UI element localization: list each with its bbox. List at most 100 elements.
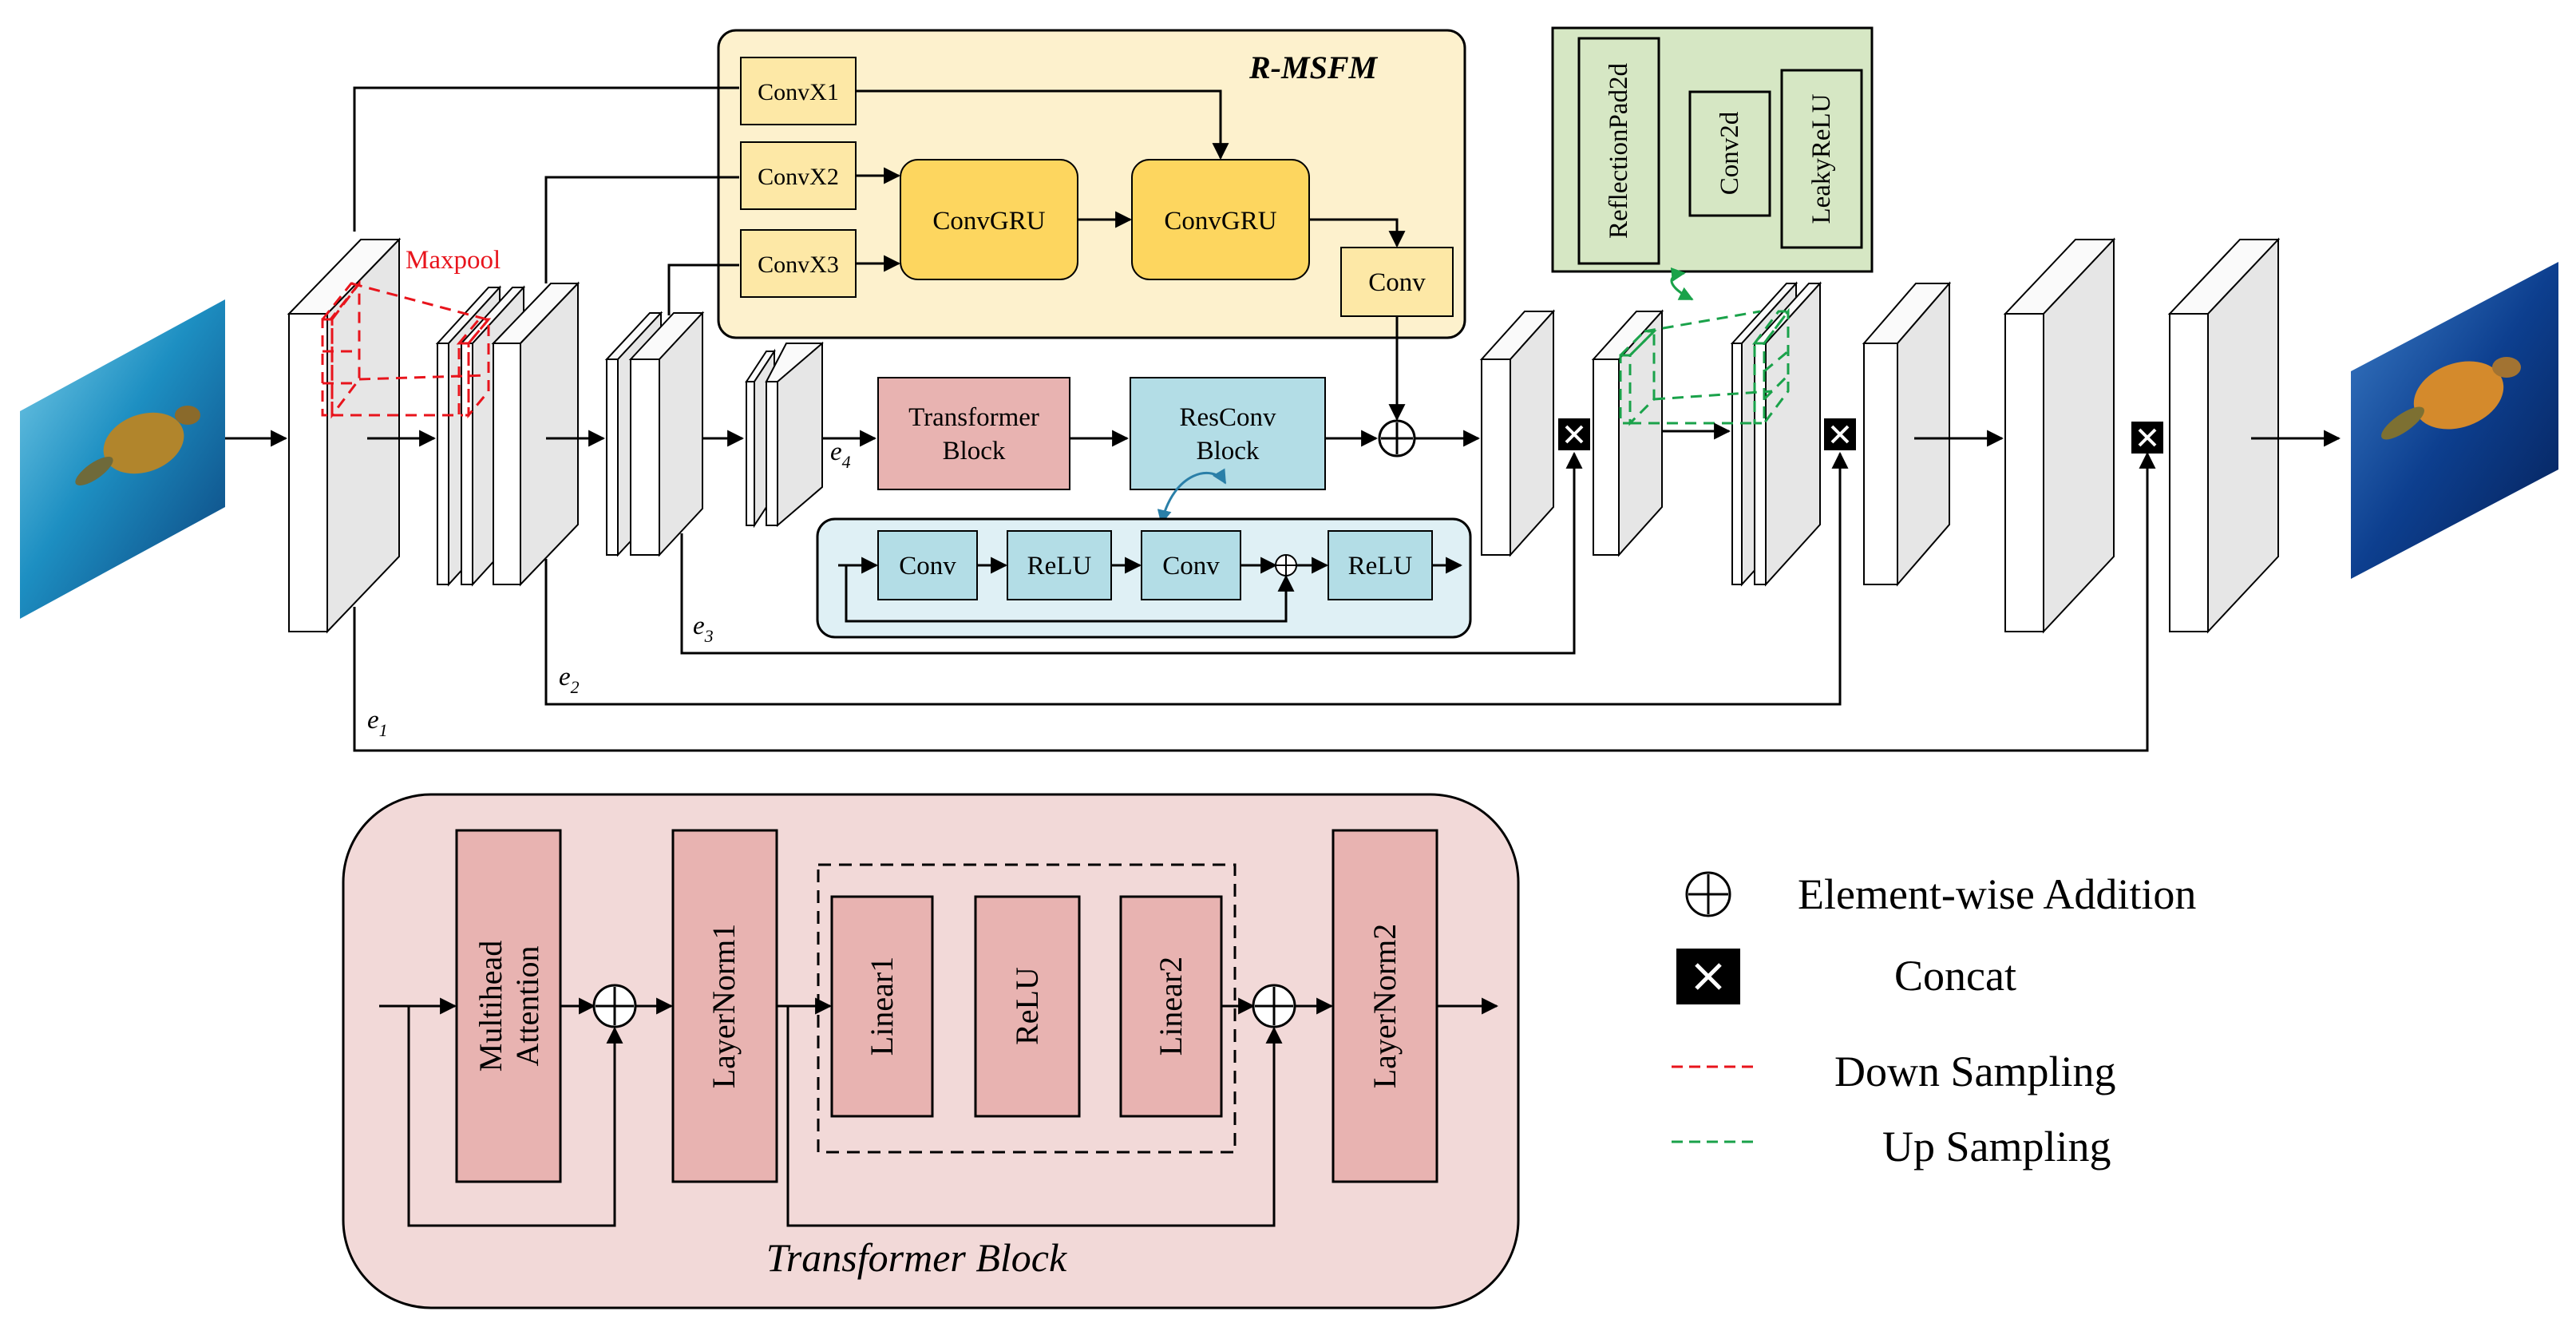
- transformer-detail: Multihead Attention LayerNorm1 Linear1 R…: [342, 793, 1520, 1309]
- legend-concat-x: [1695, 963, 1722, 990]
- convgru-label-b: ConvGRU: [1164, 207, 1276, 236]
- mha-label-2: Attention: [509, 945, 545, 1066]
- maxpool-cube-front: [321, 318, 334, 417]
- resconv-conv-a-label: Conv: [899, 552, 956, 580]
- output-image: [2351, 262, 2558, 579]
- feature-map-pool-a-front: [437, 343, 449, 585]
- upsample-proj-2: [1653, 390, 1773, 401]
- feature-map-pool-b-front: [461, 343, 473, 585]
- downsample-indicator: [319, 279, 492, 419]
- legend-addition-symbol: [1685, 871, 1731, 917]
- upsample-conv-module: ReflectionPad2d Conv2d LeakyReLU: [1551, 26, 1874, 273]
- feature-map-e3b-front: [630, 359, 660, 556]
- layernorm2-label: LayerNorm2: [1367, 924, 1403, 1089]
- layernorm1-box: [671, 829, 778, 1183]
- feature-map-e1-side: [326, 237, 400, 634]
- resconv-conv-b-label: Conv: [1162, 552, 1220, 580]
- resconv-conv-b-box: [1141, 530, 1241, 600]
- turtle-head-input: [175, 406, 200, 425]
- e3-label: e3: [693, 612, 714, 646]
- main-path-arrows: [367, 316, 1481, 447]
- ffn-relu-box: [974, 895, 1081, 1118]
- e2-letter: e: [559, 663, 571, 691]
- layernorm1-label: LayerNorm1: [706, 924, 742, 1089]
- transformer-block-box: [877, 377, 1070, 490]
- linear2-label: Linear2: [1153, 957, 1189, 1056]
- convx2-box: [740, 141, 857, 210]
- e2-label: e2: [559, 663, 580, 697]
- e3-subscript: 3: [704, 626, 714, 646]
- turtle-flipper-input: [75, 456, 113, 486]
- resconv-conv-a-box: [877, 530, 978, 600]
- conv2d-box: [1688, 90, 1771, 217]
- reflectionpad-box: [1577, 37, 1660, 265]
- skip-e3: [680, 451, 1583, 655]
- decoder-d1b-front: [2169, 313, 2209, 632]
- conv2d-label: Conv2d: [1715, 111, 1744, 195]
- feature-map-e3a-front: [606, 359, 619, 556]
- decoder-d1a-side: [2043, 237, 2115, 634]
- feature-map-e4b-side: [777, 341, 823, 528]
- skip-to-convx3: [667, 263, 739, 315]
- convx1-box: [740, 57, 857, 125]
- skip-to-convx1: [353, 86, 739, 232]
- resconv-detail-link: [1157, 468, 1227, 525]
- skip-e1: [353, 451, 2156, 752]
- legend-down-label: Down Sampling: [1834, 1048, 2116, 1095]
- layernorm2-box: [1332, 829, 1438, 1183]
- upsample-grid-1: [1763, 350, 1789, 373]
- upsample-indicator: [1617, 307, 1791, 427]
- rmsfm-conv-label: Conv: [1368, 268, 1426, 297]
- resconv-detail: Conv ReLU Conv ReLU: [816, 517, 1472, 639]
- convx3-label: ConvX3: [758, 252, 839, 278]
- arrow-convx1-convgru: [856, 89, 1229, 160]
- feature-map-e3b-side: [659, 311, 703, 557]
- decoder-arrows: [1662, 422, 2341, 447]
- legend-addition-label: Element-wise Addition: [1798, 870, 2196, 918]
- arrow-rc-skip: [845, 565, 1295, 623]
- linear1-box: [830, 895, 934, 1118]
- decoder-d4-front: [1481, 359, 1511, 556]
- skip-connections: [353, 86, 2156, 752]
- concat-node-3: [2131, 422, 2163, 454]
- convx2-label: ConvX2: [758, 164, 839, 190]
- turtle-flipper-output: [2381, 406, 2424, 440]
- e4-letter: e: [830, 438, 842, 466]
- decoder-feature-maps: [1479, 237, 2281, 634]
- concat-x-1: [1565, 425, 1584, 444]
- e4-label: e4: [830, 438, 851, 472]
- concat-x-2: [1830, 425, 1850, 444]
- decoder-d1a-front: [2004, 313, 2044, 632]
- feature-map-e4a-front: [746, 381, 755, 526]
- resconv-detail-arrows: [838, 557, 1463, 623]
- maxpool-proj-1: [350, 282, 488, 321]
- feature-map-e2-side: [520, 281, 579, 587]
- skip-to-convx2: [544, 176, 739, 283]
- feature-map-e4b-front: [766, 381, 778, 526]
- ffn-relu-label: ReLU: [1009, 967, 1045, 1045]
- resconv-block-label-2: Block: [1197, 437, 1260, 465]
- decoder-d1b-side: [2207, 237, 2279, 634]
- feature-map-e2-front: [493, 343, 521, 585]
- convx3-box: [740, 229, 857, 298]
- resconv-relu-a-label: ReLU: [1027, 552, 1092, 580]
- turtle-head-output: [2492, 357, 2521, 378]
- mha-label-1: Multihead: [473, 941, 508, 1072]
- decoder-d2a-front: [1731, 343, 1743, 585]
- upsample-grid-2: [1763, 374, 1790, 401]
- convx1-label: ConvX1: [758, 79, 839, 105]
- concat-x-3: [2138, 428, 2157, 447]
- transformer-detail-arrows: [379, 997, 1499, 1227]
- mha-box: [455, 829, 562, 1183]
- skip-e2: [544, 451, 1849, 706]
- arrow-convgru-conv: [1309, 218, 1406, 248]
- e4-subscript: 4: [842, 452, 851, 472]
- linear2-box: [1119, 895, 1223, 1118]
- resconv-block-label-1: ResConv: [1179, 403, 1276, 432]
- maxpool-proj-2: [358, 374, 488, 381]
- e1-label: e1: [367, 706, 388, 740]
- ffn-dashed-group: [817, 863, 1237, 1154]
- transformer-detail-caption: Transformer Block: [766, 1235, 1067, 1280]
- input-image: [20, 299, 225, 619]
